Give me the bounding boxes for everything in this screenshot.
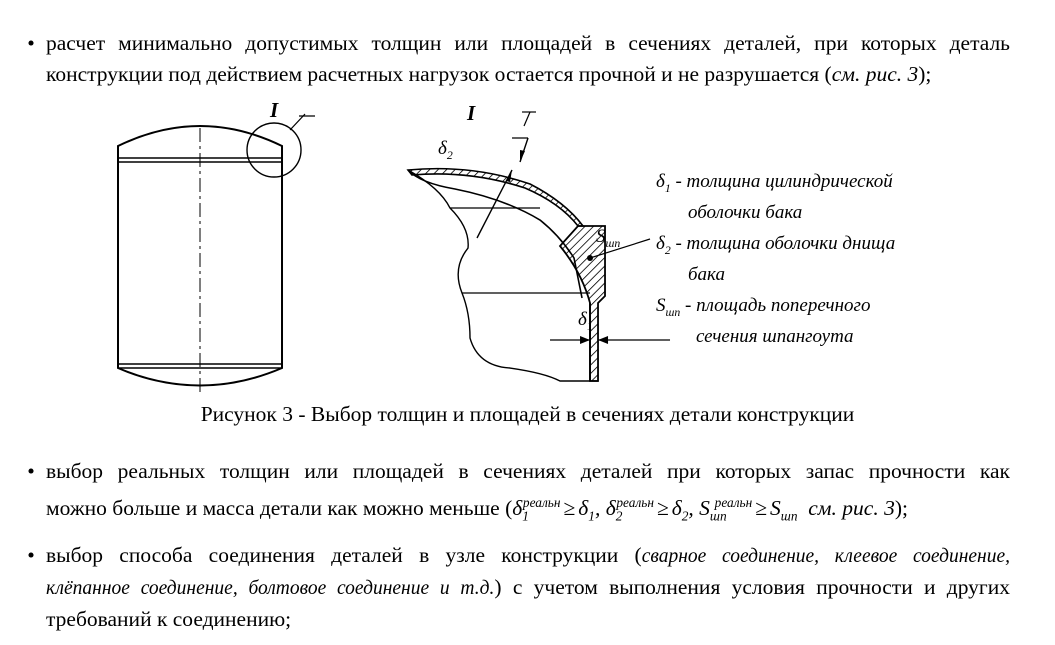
bullet-paragraph-1: • расчет минимально допустимых толщин ил… (20, 28, 1010, 90)
paragraph-line: выбор реальных толщин или площадей в сеч… (46, 459, 1010, 483)
subscript: 2 (615, 508, 623, 524)
subscript: шп (605, 236, 621, 250)
callout-I-right: I (467, 101, 476, 125)
math-symbol: S (699, 496, 710, 521)
bullet-paragraph-2: • выбор реальных толщин или площадей в с… (20, 456, 1010, 531)
figure-reference: см. рис. 3 (831, 62, 919, 86)
subscript: 2 (446, 148, 453, 162)
text-span: конструкции под действием расчетных нагр… (46, 62, 832, 86)
text-span: выбор способа соединения деталей в узле … (46, 543, 642, 567)
italic-text: клёпанное соединение, болтовое соединени… (46, 578, 495, 599)
s-shp-label: Sшп (596, 226, 620, 251)
figure-3-drawing (117, 111, 671, 394)
superscript: реальн (522, 495, 561, 510)
delta-symbol: δ (438, 138, 447, 159)
math-symbol: S (770, 496, 781, 521)
figure-caption: Рисунок 3 - Выбор толщин и площадей в се… (200, 402, 855, 426)
paragraph-line: конструкции под действием расчетных нагр… (46, 59, 1010, 90)
subscript: 1 (522, 508, 529, 524)
paragraph-line: клёпанное соединение, болтовое соединени… (46, 572, 1010, 604)
legend-text: - толщина цилиндрической (670, 171, 893, 192)
callout-I-left: I (270, 98, 279, 122)
delta2-label: δ2 (438, 138, 453, 163)
math-symbol: ≥ (563, 496, 576, 521)
math-symbol: ≥ (656, 496, 669, 521)
text-span: можно больше и масса детали как можно ме… (46, 496, 513, 521)
legend-symbol: δ (656, 171, 665, 192)
inequality-formula: δ1реальн≥δ1, δ2реальн≥δ2, Sшпреальн≥Sшп (512, 495, 798, 524)
paragraph-line: расчет минимально допустимых толщин или … (46, 31, 1010, 55)
paragraph-line: выбор способа соединения деталей в узле … (46, 540, 1010, 572)
legend-item: Sшп - площадь поперечного сечения шпанго… (656, 294, 895, 350)
legend-symbol: δ (656, 232, 665, 254)
subscript: шп (709, 508, 727, 524)
paragraph-line: требований к соединению; (46, 607, 292, 631)
delta-symbol: δ (578, 309, 587, 330)
math-symbol: δ (605, 496, 616, 521)
math-symbol: δ (512, 496, 523, 521)
paragraph-line: можно больше и масса детали как можно ме… (46, 487, 1010, 531)
subscript: шп (780, 508, 798, 524)
math-symbol: δ (671, 496, 682, 521)
subscript: 2 (664, 243, 671, 257)
legend-text: - толщина оболочки днища (670, 232, 896, 254)
legend-item: δ2 - толщина оболочки днища бака (656, 232, 895, 288)
text-span: ) с учетом выполнения условия прочности … (494, 575, 1011, 599)
math-symbol: ≥ (755, 496, 768, 521)
legend-text: - площадь поперечного (680, 294, 871, 316)
figure-legend: δ1 - толщина цилиндрической оболочки бак… (656, 170, 895, 349)
legend-text: бака (688, 264, 725, 286)
bullet-marker: • (27, 459, 35, 483)
legend-symbol: S (656, 294, 666, 316)
superscript: реальн (714, 495, 753, 510)
bullet-marker: • (27, 543, 35, 567)
subscript: 1 (588, 508, 595, 524)
math-symbol: δ (578, 496, 589, 521)
subscript: 1 (586, 319, 593, 333)
italic-text: сварное соединение, клеевое соединение, (641, 546, 1010, 567)
subscript: 1 (664, 181, 671, 195)
bullet-paragraph-3: • выбор способа соединения деталей в узл… (20, 540, 1010, 635)
bullet-marker: • (27, 31, 35, 55)
legend-item: δ1 - толщина цилиндрической оболочки бак… (656, 170, 895, 226)
legend-text: оболочки бака (688, 202, 803, 224)
legend-text: сечения шпангоута (696, 325, 854, 347)
subscript: шп (665, 305, 681, 319)
text-span: ); (918, 62, 932, 86)
cylinder-tank (117, 113, 316, 394)
detail-section (406, 111, 671, 382)
figure-reference: см. рис. 3 (808, 496, 895, 521)
s-symbol: S (596, 226, 606, 247)
text-span: ); (894, 496, 908, 521)
subscript: 2 (681, 508, 689, 524)
superscript: реальн (616, 495, 654, 510)
delta1-label: δ1 (578, 309, 593, 334)
